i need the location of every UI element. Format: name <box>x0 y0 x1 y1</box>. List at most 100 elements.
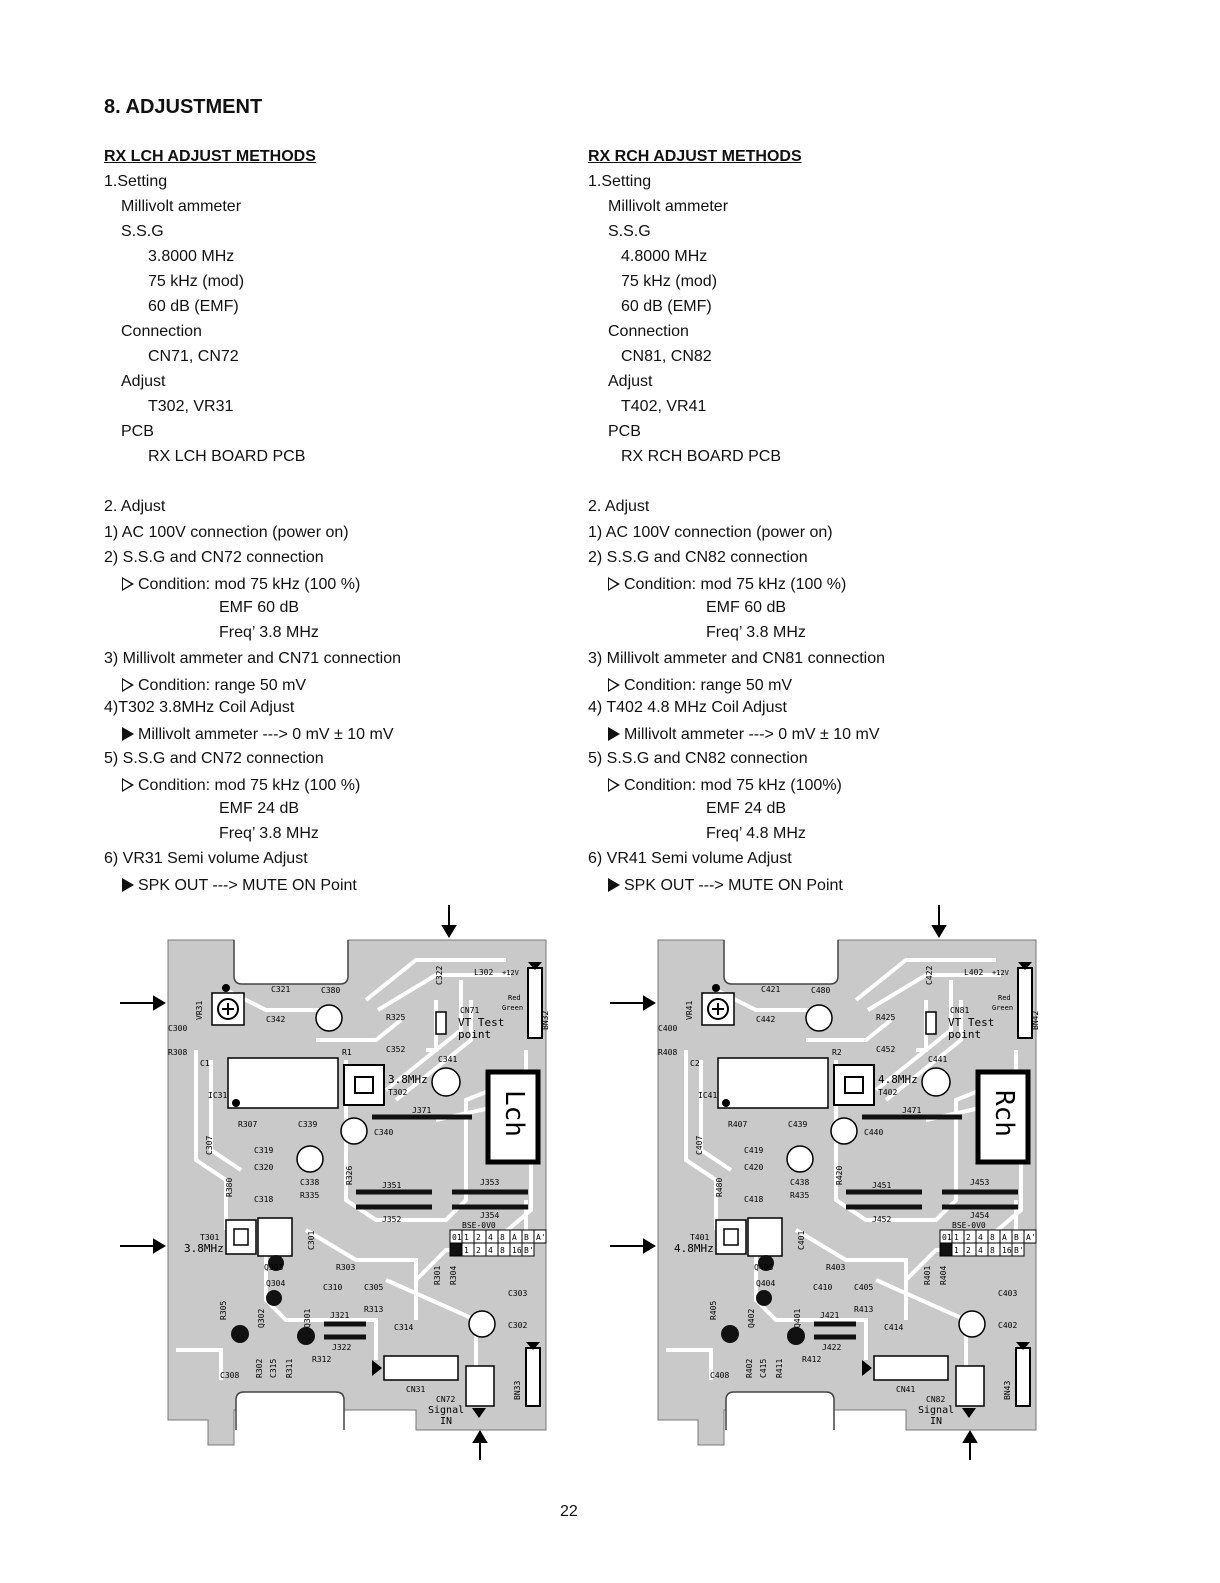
open-triangle-icon <box>608 778 620 792</box>
board-label: C310 <box>323 1283 342 1292</box>
lch-board-diagram: VR31 C300 R308 C1 C321 C342 C380 C322 L3… <box>116 900 576 1466</box>
board-label: R401 <box>923 1266 932 1285</box>
adjust-step-2-condition: Condition: mod 75 kHz (100 %) <box>608 572 846 597</box>
setting-label: 1.Setting <box>104 173 168 190</box>
board-label: C340 <box>374 1128 393 1137</box>
board-label: C441 <box>928 1055 947 1064</box>
code-cell <box>1023 1229 1037 1244</box>
adjust-step-2: 2) S.S.G and CN72 connection <box>104 549 324 566</box>
board-label: 4.8MHz <box>878 1073 918 1086</box>
board-label: C320 <box>254 1163 273 1172</box>
code-cell-text: 4 <box>488 1233 493 1242</box>
board-label: Signal <box>428 1405 464 1416</box>
board-label: J371 <box>412 1106 431 1115</box>
adjust-step-5-freq: Freq’ 4.8 MHz <box>706 825 806 842</box>
code-cell-text: 4 <box>978 1233 983 1242</box>
board-label: T402 <box>878 1088 897 1097</box>
code-cell-text: 1 <box>954 1233 959 1242</box>
adjust-step-1: 1) AC 100V connection (power on) <box>588 524 833 541</box>
board-label: R326 <box>345 1166 354 1185</box>
adjust-step-2-freq: Freq’ 3.8 MHz <box>219 624 319 641</box>
board-label: R402 <box>745 1359 754 1378</box>
board-label: Green <box>992 1004 1013 1012</box>
board-label: Q403 <box>754 1263 773 1272</box>
board-label: J322 <box>332 1343 351 1352</box>
condition-text: Condition: mod 75 kHz (100%) <box>624 777 842 794</box>
board-label: Green <box>502 1004 523 1012</box>
board-label: T401 <box>690 1233 709 1242</box>
condition-text: Condition: range 50 mV <box>138 677 307 694</box>
board-label: C307 <box>205 1136 214 1155</box>
board-label: Signal <box>918 1405 954 1416</box>
board-label: R311 <box>285 1359 294 1378</box>
code-cell-text: 8 <box>990 1233 995 1242</box>
board-label: BN43 <box>1003 1381 1012 1400</box>
board-label: C401 <box>797 1231 806 1250</box>
board-label: R305 <box>219 1301 228 1320</box>
code-cell-text: A' <box>1026 1233 1036 1242</box>
setting-emf: 60 dB (EMF) <box>621 298 712 315</box>
board-label: R301 <box>433 1266 442 1285</box>
channel-marker <box>975 1069 1031 1165</box>
code-cell-text: 8 <box>500 1233 505 1242</box>
board-label: R304 <box>449 1266 458 1285</box>
board-label: C302 <box>508 1321 527 1330</box>
board-label: R413 <box>854 1305 873 1314</box>
action-text: SPK OUT ---> MUTE ON Point <box>624 877 843 894</box>
adjust-step-2-emf: EMF 60 dB <box>219 599 300 616</box>
board-label: CN31 <box>406 1385 425 1394</box>
board-label: +12V <box>502 969 520 977</box>
board-label: C1 <box>200 1059 210 1068</box>
adjust-step-3: 3) Millivolt ammeter and CN81 connection <box>588 650 886 667</box>
board-label: CN71 <box>460 1006 479 1015</box>
board-label: BSE-0V0 <box>462 1221 496 1230</box>
board-label: 4.8MHz <box>674 1242 714 1255</box>
board-label: Q401 <box>793 1309 802 1328</box>
code-cell-text: 4 <box>488 1246 493 1255</box>
board-label: L402 <box>964 968 983 977</box>
code-cell-text: 1 <box>954 1246 959 1255</box>
board-label: CN82 <box>926 1395 945 1404</box>
page-number: 22 <box>560 1503 578 1520</box>
adjust-step-2-emf: EMF 60 dB <box>706 599 787 616</box>
board-label: J353 <box>480 1178 499 1187</box>
board-label: R403 <box>826 1263 845 1272</box>
adjust-step-5-condition: Condition: mod 75 kHz (100%) <box>608 773 842 798</box>
board-label: R412 <box>802 1355 821 1364</box>
board-label: C301 <box>307 1231 316 1250</box>
code-cell-text: 16 <box>1002 1246 1012 1255</box>
board-label: C440 <box>864 1128 883 1137</box>
board-label: R404 <box>939 1266 948 1285</box>
board-label: J321 <box>330 1311 349 1320</box>
board-label: C405 <box>854 1283 873 1292</box>
code-cell-text: B <box>1014 1233 1019 1242</box>
board-label: J422 <box>822 1343 841 1352</box>
board-label: C305 <box>364 1283 383 1292</box>
board-label: T301 <box>200 1233 219 1242</box>
board-label: C439 <box>788 1120 807 1129</box>
board-label: T302 <box>388 1088 407 1097</box>
board-label: C408 <box>710 1371 729 1380</box>
ic-chip <box>227 1057 339 1109</box>
board-label: R420 <box>835 1166 844 1185</box>
code-cell-text: A' <box>536 1233 546 1242</box>
board-label: Q404 <box>756 1279 775 1288</box>
board-label: C380 <box>321 986 340 995</box>
setting-label: 1.Setting <box>588 173 652 190</box>
setting-freq: 4.8000 MHz <box>621 248 708 265</box>
action-text: Millivolt ammeter ---> 0 mV ± 10 mV <box>138 726 394 743</box>
board-label: J454 <box>970 1211 989 1220</box>
adjust-step-6-action: SPK OUT ---> MUTE ON Point <box>608 873 843 898</box>
board-label: R335 <box>300 1191 319 1200</box>
adjust-step-2: 2) S.S.G and CN82 connection <box>588 549 808 566</box>
open-triangle-icon <box>122 678 134 692</box>
board-label: C410 <box>813 1283 832 1292</box>
board-label: Q302 <box>257 1309 266 1328</box>
code-cell <box>449 1242 463 1257</box>
board-label: C452 <box>876 1045 895 1054</box>
board-label: R408 <box>658 1048 677 1057</box>
board-label: C414 <box>884 1323 903 1332</box>
setting-adjust: T302, VR31 <box>148 398 234 415</box>
